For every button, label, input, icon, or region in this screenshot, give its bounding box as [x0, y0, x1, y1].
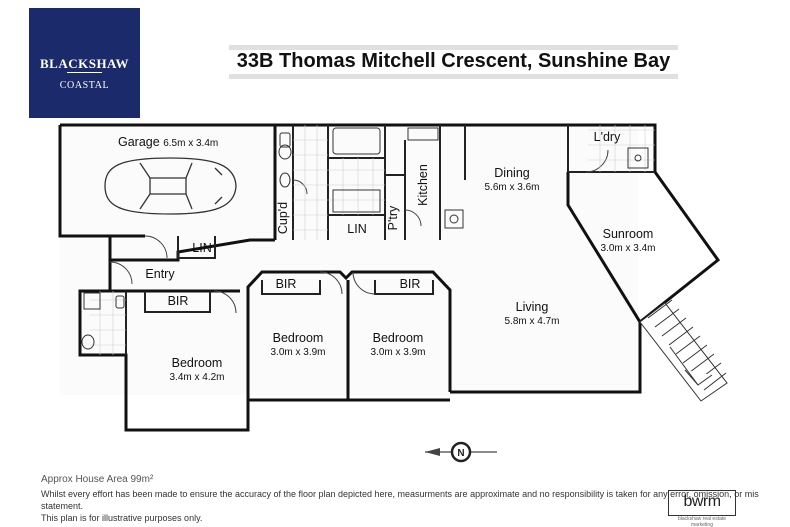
compass-icon: N: [425, 441, 497, 463]
stairs-icon: [639, 299, 728, 402]
shower-fixture: [332, 189, 381, 213]
laundry-label: L'dry: [594, 130, 621, 144]
bedroom-2-size: 3.0m x 3.9m: [270, 347, 325, 358]
title-rule-top: [229, 45, 678, 50]
cupboard-label: Cup'd: [276, 202, 290, 234]
room-labels: Garage 6.5m x 3.4m Dining 5.6m x 3.6m Su…: [118, 130, 656, 383]
bwrm-tagline: blackshaw real estate marketing: [677, 516, 727, 527]
doors: [109, 149, 609, 314]
toilet-fixture: [279, 132, 291, 148]
bir-label-2: BIR: [276, 277, 297, 291]
bedroom-2-label: Bedroom: [273, 331, 324, 345]
car-icon: [104, 157, 237, 215]
footer: Approx House Area 99m² Whilst every effo…: [41, 474, 790, 524]
cooktop: [444, 209, 464, 229]
fixtures: [81, 127, 649, 350]
kitchen-label: Kitchen: [416, 164, 430, 206]
disclaimer-line-1: Whilst every effort has been made to ens…: [41, 489, 759, 511]
bedroom-1-label: Bedroom: [172, 356, 223, 370]
sunroom-label: Sunroom: [603, 227, 654, 241]
living-size: 5.8m x 4.7m: [504, 316, 559, 327]
basin-fixture: [279, 172, 291, 188]
basin-fixture-2: [81, 334, 95, 350]
bathtub-fixture: [332, 127, 381, 155]
shower-tray: [83, 292, 101, 310]
dining-size: 5.6m x 3.6m: [484, 182, 539, 193]
tile-hatch: [90, 125, 655, 355]
brand-name: BLACKSHAW: [39, 56, 130, 71]
sunroom-size: 3.0m x 3.4m: [600, 243, 655, 254]
title-rule-bottom: [229, 74, 678, 79]
brand-subtitle: COASTAL: [59, 80, 110, 91]
logo-divider: [67, 72, 102, 73]
disclaimer-line-2: This plan is for illustrative purposes o…: [41, 513, 203, 523]
house-area: Approx House Area 99m²: [41, 474, 154, 485]
garage-label: Garage 6.5m x 3.4m: [118, 135, 218, 149]
bwrm-logo: bwrm blackshaw real estate marketing: [668, 490, 736, 527]
pantry-label: P'try: [386, 205, 400, 230]
inner-walls: [125, 125, 655, 355]
bir-label-3: BIR: [400, 277, 421, 291]
compass-north-label: N: [457, 448, 464, 459]
living-label: Living: [516, 300, 549, 314]
toilet-fixture-2: [115, 295, 125, 309]
bir-label-1: BIR: [168, 294, 189, 308]
bedroom-3-size: 3.0m x 3.9m: [370, 347, 425, 358]
blackshaw-logo: BLACKSHAW COASTAL: [29, 8, 140, 118]
bedroom-3-label: Bedroom: [373, 331, 424, 345]
laundry-tub: [627, 147, 649, 169]
dining-label: Dining: [494, 166, 529, 180]
bwrm-mark: bwrm: [683, 493, 721, 510]
linen-label-1: LIN: [192, 241, 211, 255]
kitchen-sink: [407, 127, 439, 141]
linen-label-2: LIN: [347, 222, 366, 236]
bedroom-1-size: 3.4m x 4.2m: [169, 372, 224, 383]
page-title: 33B Thomas Mitchell Crescent, Sunshine B…: [236, 50, 671, 72]
entry-label: Entry: [145, 267, 175, 281]
